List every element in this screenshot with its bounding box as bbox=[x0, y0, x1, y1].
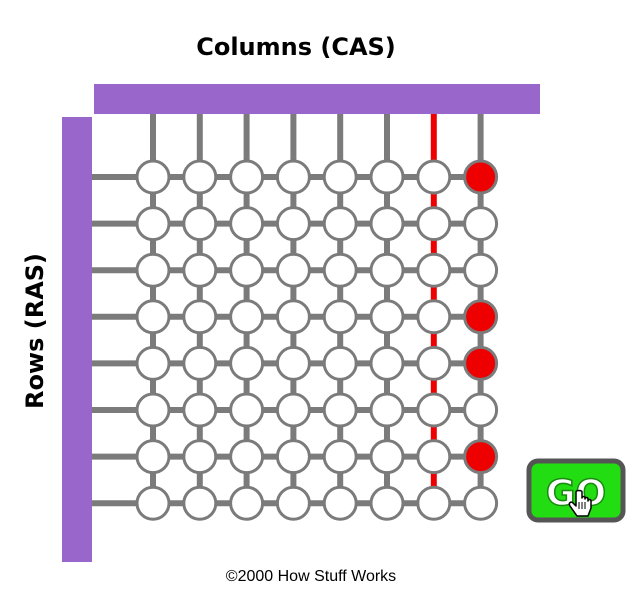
memory-cell bbox=[416, 299, 452, 335]
memory-cells bbox=[135, 159, 499, 521]
memory-cell bbox=[135, 299, 171, 335]
memory-cell bbox=[275, 159, 311, 195]
memory-cell bbox=[463, 206, 499, 242]
memory-cell bbox=[322, 159, 358, 195]
go-button-label: GO bbox=[546, 473, 606, 514]
memory-cell bbox=[322, 252, 358, 288]
memory-cell-charged bbox=[463, 299, 499, 335]
memory-cell bbox=[135, 345, 171, 381]
memory-cell bbox=[182, 299, 218, 335]
memory-cell bbox=[182, 392, 218, 428]
memory-cell bbox=[182, 485, 218, 521]
memory-cell bbox=[463, 485, 499, 521]
memory-cell bbox=[275, 345, 311, 381]
memory-cell bbox=[416, 252, 452, 288]
copyright-notice: ©2000 How Stuff Works bbox=[226, 568, 396, 585]
memory-cell bbox=[182, 159, 218, 195]
memory-cell bbox=[275, 252, 311, 288]
memory-cell bbox=[229, 439, 265, 475]
memory-cell bbox=[229, 206, 265, 242]
memory-cell bbox=[229, 252, 265, 288]
memory-cell bbox=[322, 485, 358, 521]
memory-cell bbox=[229, 392, 265, 428]
memory-cell bbox=[369, 206, 405, 242]
memory-cell bbox=[322, 299, 358, 335]
memory-cell bbox=[416, 159, 452, 195]
memory-cell bbox=[275, 392, 311, 428]
memory-cell bbox=[182, 252, 218, 288]
memory-cell bbox=[416, 345, 452, 381]
memory-cell-charged bbox=[463, 345, 499, 381]
memory-cell bbox=[369, 252, 405, 288]
memory-cell bbox=[369, 392, 405, 428]
memory-cell bbox=[463, 252, 499, 288]
column-bus bbox=[94, 84, 540, 114]
memory-cell bbox=[182, 345, 218, 381]
hand-pointer-icon bbox=[568, 489, 592, 517]
memory-cell bbox=[369, 299, 405, 335]
memory-cell bbox=[322, 206, 358, 242]
memory-cell bbox=[182, 439, 218, 475]
memory-cell bbox=[416, 206, 452, 242]
memory-cell bbox=[369, 159, 405, 195]
go-button[interactable]: GO bbox=[526, 458, 626, 523]
memory-cell bbox=[416, 439, 452, 475]
memory-cell bbox=[322, 392, 358, 428]
memory-cell bbox=[229, 485, 265, 521]
memory-cell bbox=[135, 439, 171, 475]
memory-cell bbox=[135, 252, 171, 288]
memory-cell bbox=[322, 345, 358, 381]
memory-cell bbox=[275, 299, 311, 335]
memory-cell bbox=[275, 206, 311, 242]
memory-cell bbox=[416, 485, 452, 521]
memory-cell-charged bbox=[463, 439, 499, 475]
memory-cell-charged bbox=[463, 159, 499, 195]
memory-cell bbox=[229, 159, 265, 195]
columns-label: Columns (CAS) bbox=[196, 33, 396, 61]
memory-cell bbox=[369, 345, 405, 381]
memory-cell bbox=[275, 485, 311, 521]
memory-cell bbox=[182, 206, 218, 242]
rows-label: Rows (RAS) bbox=[21, 253, 49, 409]
memory-cell bbox=[229, 345, 265, 381]
memory-cell bbox=[135, 485, 171, 521]
memory-cell bbox=[416, 392, 452, 428]
memory-cell bbox=[229, 299, 265, 335]
memory-cell bbox=[135, 159, 171, 195]
memory-cell bbox=[275, 439, 311, 475]
memory-cell bbox=[135, 206, 171, 242]
memory-cell bbox=[135, 392, 171, 428]
memory-cell bbox=[463, 392, 499, 428]
memory-cell bbox=[369, 439, 405, 475]
row-bus bbox=[62, 117, 92, 562]
memory-cell bbox=[322, 439, 358, 475]
memory-cell bbox=[369, 485, 405, 521]
